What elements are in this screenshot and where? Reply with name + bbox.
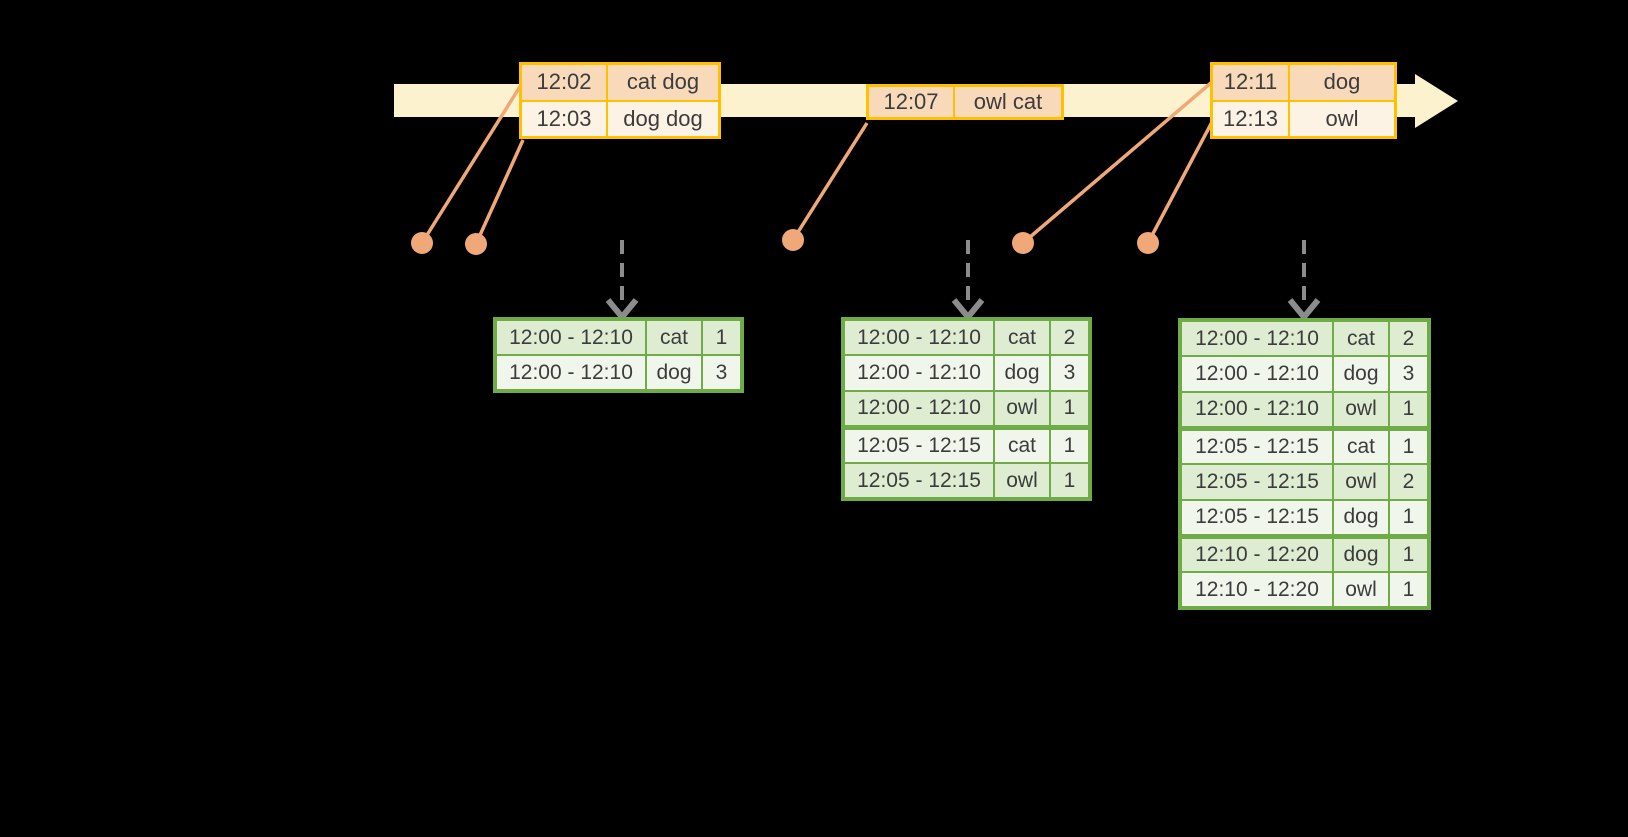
event-marker-dot bbox=[411, 232, 433, 254]
word-cell: cat bbox=[645, 318, 703, 356]
count-cell: 2 bbox=[1388, 463, 1430, 501]
event-marker-dot bbox=[1012, 232, 1034, 254]
window-cell: 12:00 - 12:10 bbox=[1179, 319, 1334, 357]
window-cell: 12:05 - 12:15 bbox=[1179, 463, 1334, 501]
count-cell: 1 bbox=[1049, 462, 1091, 500]
count-cell: 3 bbox=[1388, 355, 1430, 393]
word-cell: cat bbox=[993, 424, 1051, 464]
word-cell: dog bbox=[993, 354, 1051, 392]
count-cell: 1 bbox=[1388, 533, 1430, 573]
count-cell: 2 bbox=[1388, 319, 1430, 357]
window-cell: 12:00 - 12:10 bbox=[842, 318, 995, 356]
arrow-down-icon bbox=[605, 298, 639, 322]
window-cell: 12:00 - 12:10 bbox=[494, 354, 647, 392]
word-cell: owl bbox=[1332, 571, 1390, 609]
arrow-down-icon bbox=[1287, 298, 1321, 322]
event-words-cell: owl cat bbox=[953, 84, 1064, 120]
count-cell: 1 bbox=[1049, 424, 1091, 464]
word-cell: cat bbox=[1332, 425, 1390, 465]
window-cell: 12:00 - 12:10 bbox=[842, 390, 995, 428]
word-cell: dog bbox=[1332, 533, 1390, 573]
window-cell: 12:00 - 12:10 bbox=[1179, 355, 1334, 393]
word-cell: owl bbox=[993, 462, 1051, 500]
event-time-cell: 12:11 bbox=[1210, 62, 1290, 102]
count-cell: 1 bbox=[1388, 391, 1430, 429]
window-cell: 12:00 - 12:10 bbox=[842, 354, 995, 392]
word-cell: dog bbox=[645, 354, 703, 392]
word-cell: owl bbox=[1332, 391, 1390, 429]
event-time-cell: 12:07 bbox=[866, 84, 955, 120]
word-cell: owl bbox=[993, 390, 1051, 428]
count-cell: 1 bbox=[1388, 499, 1430, 537]
window-cell: 12:05 - 12:15 bbox=[842, 462, 995, 500]
window-cell: 12:10 - 12:20 bbox=[1179, 571, 1334, 609]
window-cell: 12:05 - 12:15 bbox=[842, 424, 995, 464]
window-cell: 12:00 - 12:10 bbox=[494, 318, 647, 356]
count-cell: 3 bbox=[1049, 354, 1091, 392]
word-cell: owl bbox=[1332, 463, 1390, 501]
event-words-cell: owl bbox=[1288, 99, 1397, 139]
word-cell: cat bbox=[993, 318, 1051, 356]
count-cell: 3 bbox=[701, 354, 743, 392]
count-cell: 1 bbox=[1388, 571, 1430, 609]
event-time-cell: 12:13 bbox=[1210, 99, 1290, 139]
arrow-down-icon bbox=[951, 298, 985, 322]
window-cell: 12:05 - 12:15 bbox=[1179, 499, 1334, 537]
event-marker-dots bbox=[411, 229, 1159, 255]
timeline-arrowhead-icon bbox=[1415, 74, 1458, 128]
window-cell: 12:10 - 12:20 bbox=[1179, 533, 1334, 573]
event-marker-dot bbox=[465, 233, 487, 255]
event-words-cell: dog bbox=[1288, 62, 1397, 102]
trigger-arrows bbox=[605, 240, 1321, 322]
word-cell: dog bbox=[1332, 499, 1390, 537]
event-words-cell: cat dog bbox=[606, 62, 721, 102]
count-cell: 1 bbox=[1049, 390, 1091, 428]
event-time-cell: 12:02 bbox=[519, 62, 608, 102]
event-connector-lines bbox=[420, 80, 1214, 245]
event-words-cell: dog dog bbox=[606, 99, 721, 139]
count-cell: 1 bbox=[1388, 425, 1430, 465]
window-cell: 12:05 - 12:15 bbox=[1179, 425, 1334, 465]
count-cell: 2 bbox=[1049, 318, 1091, 356]
word-cell: cat bbox=[1332, 319, 1390, 357]
word-cell: dog bbox=[1332, 355, 1390, 393]
event-time-cell: 12:03 bbox=[519, 99, 608, 139]
window-cell: 12:00 - 12:10 bbox=[1179, 391, 1334, 429]
count-cell: 1 bbox=[701, 318, 743, 356]
event-marker-dot bbox=[1137, 232, 1159, 254]
event-marker-dot bbox=[782, 229, 804, 251]
